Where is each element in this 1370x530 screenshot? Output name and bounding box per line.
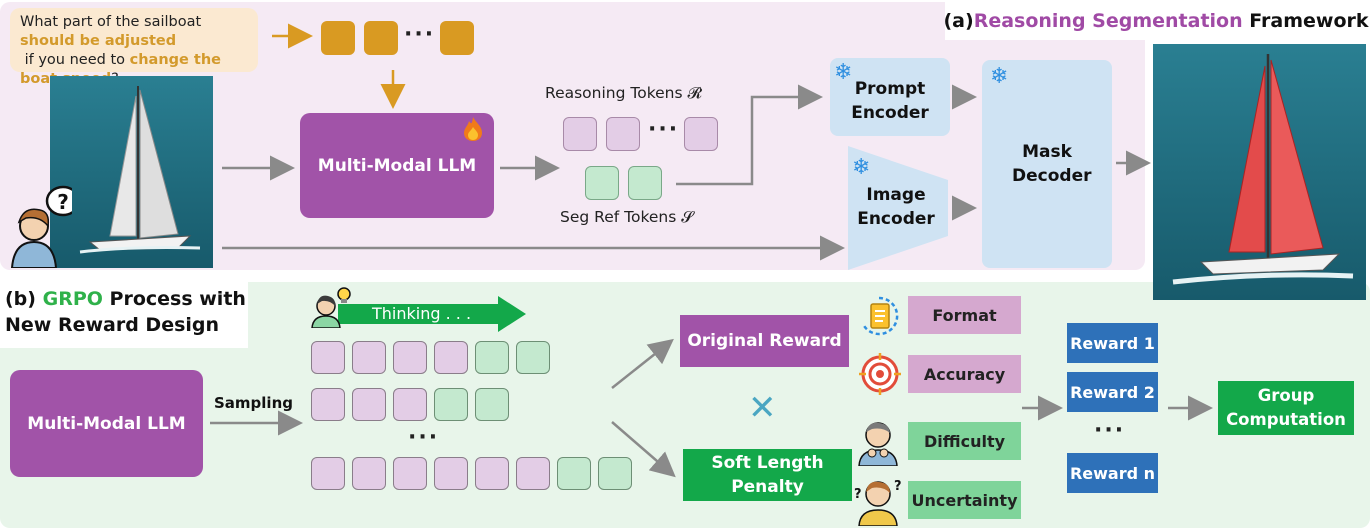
reasoning-token (563, 117, 597, 151)
input-token-dots: ··· (404, 22, 436, 47)
person-question-icon: ? (10, 182, 81, 269)
panel-b-title-prefix: (b) (5, 288, 43, 310)
group-computation-box: Group Computation (1218, 381, 1354, 435)
fire-icon (464, 117, 482, 141)
snowflake-icon: ❄ (834, 60, 853, 85)
question-highlight-1: should be adjusted (20, 33, 177, 49)
panel-a-title: (a) Reasoning Segmentation Framework (943, 2, 1369, 40)
reward-1-box: Reward 1 (1067, 323, 1158, 363)
multimodal-llm-block: Multi-Modal LLM (300, 113, 494, 218)
thinking-arrow (338, 296, 526, 332)
accuracy-reward-box: Accuracy (908, 355, 1021, 393)
reward-1-label: Reward 1 (1070, 333, 1155, 353)
rollout-reasoning-token (434, 457, 468, 490)
prompt-encoder-block: Prompt Encoder (830, 58, 950, 136)
arrow-to-original-reward (611, 338, 674, 389)
reasoning-tokens-label: Reasoning Tokens 𝓡 (545, 84, 702, 102)
image-encoder-block: Image Encoder (856, 178, 936, 236)
reward-n-label: Reward n (1069, 463, 1156, 483)
input-token (321, 21, 355, 55)
rollout-seg-token (557, 457, 591, 490)
rollout-reasoning-token (516, 457, 550, 490)
multimodal-llm-label-b: Multi-Modal LLM (27, 413, 186, 434)
panel-b-title-suffix: Process with (102, 288, 246, 310)
image-encoder-label: Image Encoder (857, 185, 935, 229)
rollout-reasoning-token (475, 457, 509, 490)
original-reward-block: Original Reward (680, 315, 849, 367)
reasoning-token-dots: ··· (648, 117, 680, 142)
rollout-reasoning-token (434, 341, 468, 374)
sampling-label: Sampling (214, 394, 293, 412)
person-lightbulb-icon (310, 284, 356, 329)
rollout-seg-token (475, 388, 509, 421)
arrow-seg-to-prompt-encoder (676, 84, 823, 186)
input-token (440, 21, 474, 55)
format-reward-box: Format (908, 296, 1021, 334)
rollout-reasoning-token (393, 457, 427, 490)
prompt-encoder-label: Prompt Encoder (851, 79, 929, 123)
svg-text:?: ? (894, 479, 902, 494)
rollout-reasoning-token (311, 457, 345, 490)
worried-person-icon (855, 418, 901, 467)
multimodal-llm-label: Multi-Modal LLM (317, 155, 477, 176)
panel-a-title-suffix: Framework (1242, 10, 1369, 32)
panel-b-title-line2: New Reward Design (5, 314, 220, 336)
reward-2-label: Reward 2 (1070, 382, 1155, 402)
multimodal-llm-block-b: Multi-Modal LLM (10, 370, 203, 477)
rollout-reasoning-token (352, 457, 386, 490)
question-text-2: if you need to (20, 52, 130, 68)
uncertainty-label: Uncertainty (911, 490, 1018, 510)
rollout-reasoning-token (352, 388, 386, 421)
rollout-reasoning-token (352, 341, 386, 374)
rollout-seg-token (598, 457, 632, 490)
rollout-reasoning-token (311, 341, 345, 374)
seg-tokens-label: Seg Ref Tokens 𝓢 (560, 208, 694, 226)
svg-text:?: ? (854, 487, 862, 502)
thinking-label: Thinking . . . (372, 304, 472, 323)
reasoning-token (606, 117, 640, 151)
uncertainty-box: Uncertainty (908, 481, 1021, 519)
rollout-seg-token (475, 341, 509, 374)
reward-dots: ··· (1094, 418, 1126, 443)
soft-length-penalty-label: Soft Length Penalty (711, 453, 824, 497)
group-computation-label: Group Computation (1226, 386, 1346, 429)
panel-a-title-highlight: Reasoning Segmentation (973, 10, 1243, 32)
rollout-reasoning-token (311, 388, 345, 421)
arrow-to-length-penalty (611, 421, 676, 478)
image-encoder-shape (848, 146, 948, 270)
panel-b-title: (b) GRPO Process with New Reward Design (0, 282, 248, 348)
question-text-1: What part of the sailboat (20, 14, 202, 30)
rollout-dots: ··· (408, 425, 440, 450)
panel-a-title-prefix: (a) (943, 10, 974, 32)
sailboat-input-image (50, 76, 213, 268)
format-label: Format (932, 305, 997, 325)
confused-person-icon: ? ? (852, 476, 904, 527)
rollout-seg-token (434, 388, 468, 421)
snowflake-icon: ❄ (852, 155, 871, 180)
difficulty-label: Difficulty (923, 431, 1006, 451)
input-token (364, 21, 398, 55)
rollout-reasoning-token (393, 388, 427, 421)
seg-token (585, 166, 619, 200)
difficulty-box: Difficulty (908, 422, 1021, 460)
rollout-reasoning-token (393, 341, 427, 374)
original-reward-label: Original Reward (687, 331, 842, 351)
multiply-icon: ✕ (748, 388, 777, 428)
snowflake-icon: ❄ (990, 64, 1009, 89)
reasoning-token (684, 117, 718, 151)
seg-token (628, 166, 662, 200)
reward-n-box: Reward n (1067, 453, 1158, 493)
soft-length-penalty-block: Soft Length Penalty (683, 449, 852, 501)
segmented-output-image (1153, 44, 1366, 300)
reward-2-box: Reward 2 (1067, 372, 1158, 412)
accuracy-label: Accuracy (923, 364, 1006, 384)
target-icon (858, 352, 902, 396)
rollout-seg-token (516, 341, 550, 374)
svg-text:?: ? (57, 190, 69, 214)
panel-b-title-highlight: GRPO (42, 288, 103, 310)
mask-decoder-block: Mask Decoder (982, 60, 1112, 268)
mask-decoder-label: Mask Decoder (1012, 142, 1092, 186)
document-refresh-icon (857, 294, 901, 338)
